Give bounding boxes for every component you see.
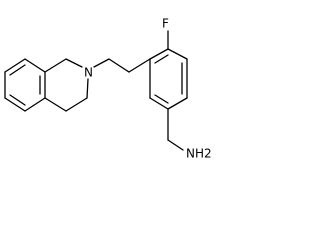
methylene-linker	[93, 58, 151, 73]
nitrogen-atom-label: N	[84, 66, 93, 80]
fluorine-atom-label: F	[162, 17, 169, 31]
molecule-structure: N F NH2	[4, 17, 212, 161]
benzene-ring-left	[4, 58, 46, 112]
benzene-ring-right	[149, 48, 188, 110]
aminomethyl-chain	[167, 108, 184, 151]
amine-group-label: NH2	[186, 147, 212, 161]
tetrahydro-ring	[44, 58, 89, 112]
